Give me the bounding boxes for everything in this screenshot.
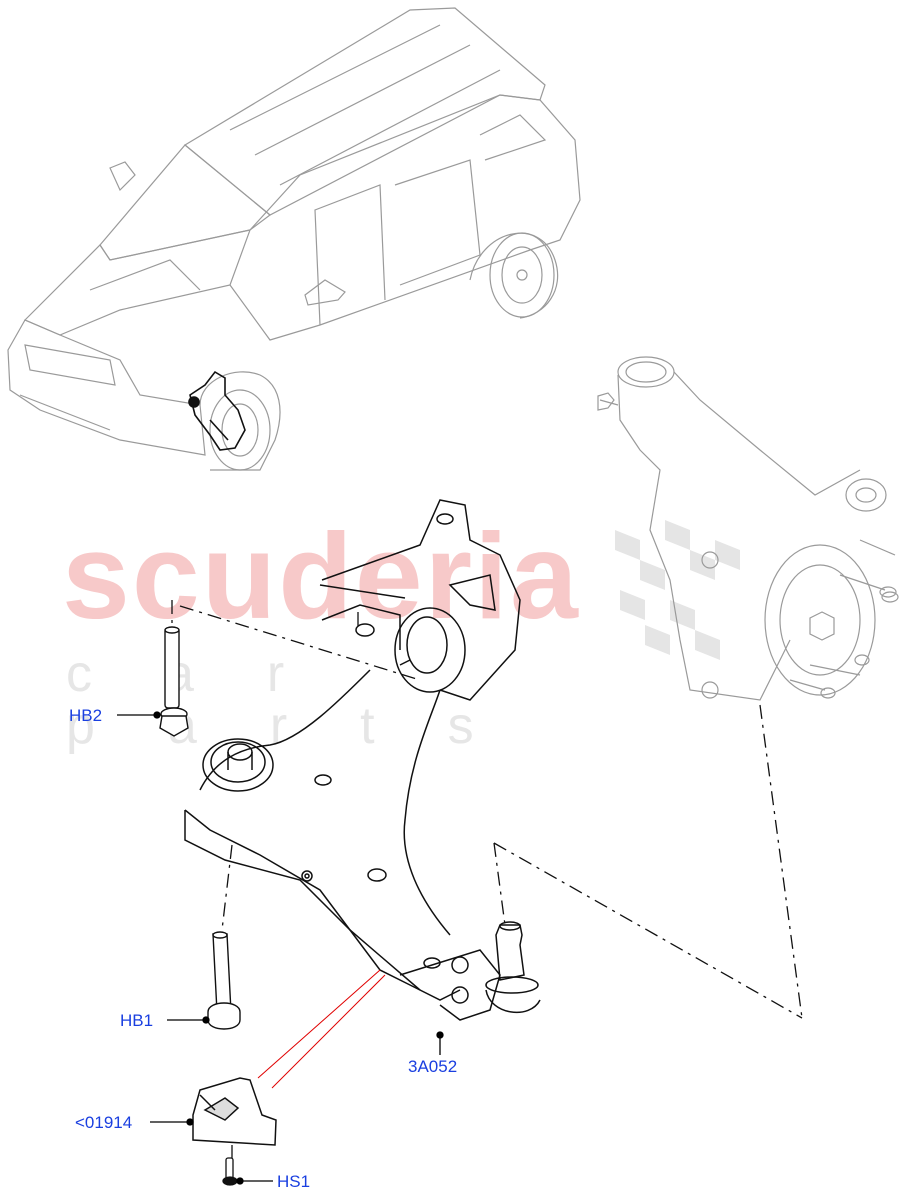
bolt-hb1 [207, 931, 241, 1030]
highlighted-suspension-on-vehicle [188, 370, 246, 451]
highlight-leader-lines [257, 969, 386, 1089]
screw-hs1 [222, 1145, 238, 1186]
assembly-lines [171, 600, 803, 1019]
watermark-brand: scuderia [62, 508, 580, 644]
callout-01914[interactable]: <01914 [75, 1113, 133, 1132]
bolt-hb2 [159, 626, 189, 737]
lower-control-arm [184, 499, 541, 1021]
callout-hb2[interactable]: HB2 [69, 706, 103, 725]
callout-3a052[interactable]: 3A052 [408, 1057, 458, 1076]
callout-hs1[interactable]: HS1 [277, 1172, 311, 1191]
bracket-01914 [192, 1077, 277, 1146]
vehicle-overview [7, 7, 581, 471]
callout-leaders [117, 711, 444, 1185]
callout-hb1[interactable]: HB1 [120, 1011, 154, 1030]
steering-knuckle-hub [597, 356, 899, 701]
checkered-flag-watermark-icon [615, 520, 740, 660]
